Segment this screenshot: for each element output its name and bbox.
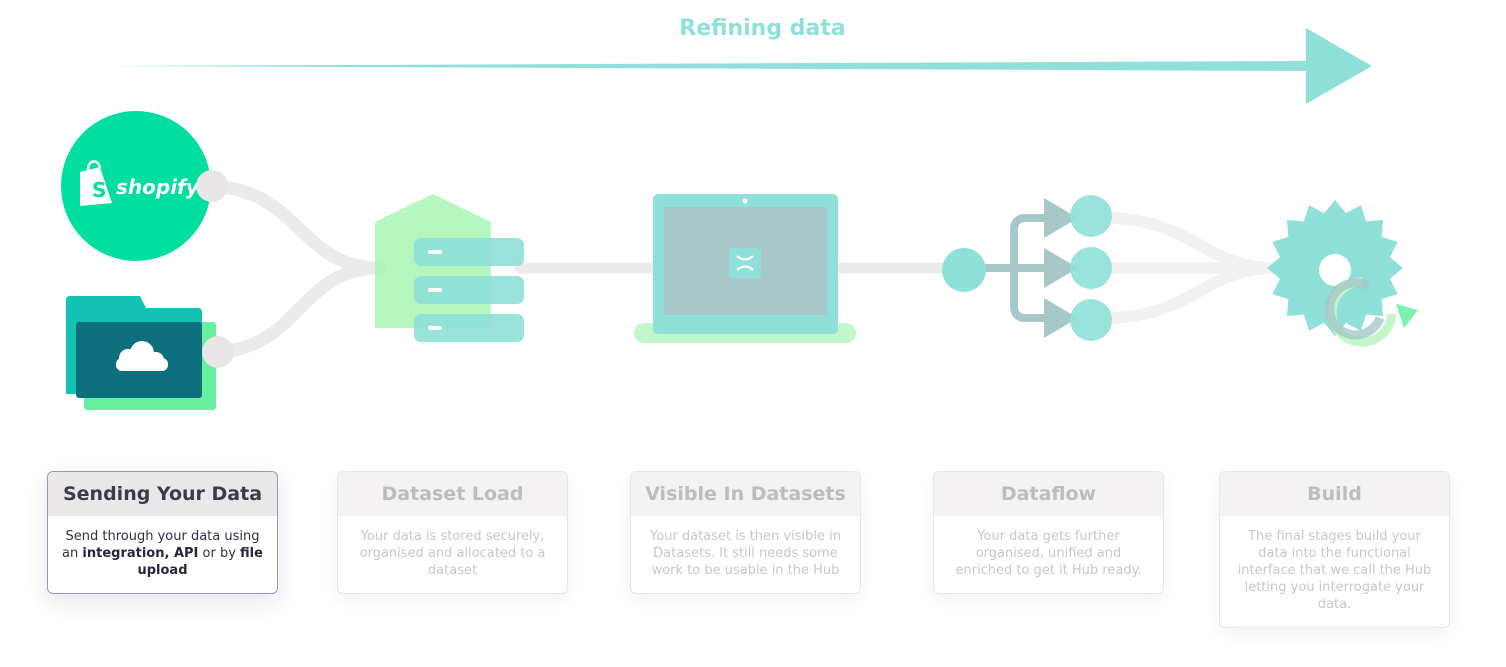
stage-card-visible-in-datasets[interactable]: Visible In Datasets Your dataset is then… [630,471,861,594]
stage-title: Dataset Load [338,472,567,516]
desc-part-bold: file upload [137,546,263,578]
build-gear-icon [1267,200,1418,347]
desc-part: or by [198,546,241,561]
stage-card-dataset-load[interactable]: Dataset Load Your data is stored securel… [337,471,568,594]
shopify-source: S shopify [61,111,228,261]
shopify-logo-text: shopify [116,175,200,199]
stage-card-build[interactable]: Build The final stages build your data i… [1219,471,1450,628]
dataflow-branches [942,195,1112,341]
svg-text:S: S [92,178,106,202]
laptop-datasets [634,194,856,343]
stage-title: Visible In Datasets [631,472,860,516]
stage-title: Dataflow [934,472,1163,516]
desc-part-bold: integration, API [82,546,199,561]
stage-description: Your dataset is then visible in Datasets… [650,529,841,578]
dataset-load-server [375,194,524,342]
stage-description: Your data gets further organised, unifie… [955,529,1142,578]
title-text: Refining data [679,16,846,41]
cloud-icon [116,341,168,371]
stage-description: The final stages build your data into th… [1237,529,1432,612]
cloud-folder-icon [66,296,234,410]
refining-data-title: Refining data [600,16,925,41]
refining-arrow [112,28,1372,104]
stage-description: Send through your data using an integrat… [48,516,277,593]
desc-part: Send through your data using an [62,529,260,561]
shopify-bag-icon: S [80,160,112,206]
stage-card-sending-your-data[interactable]: Sending Your Data Send through your data… [47,471,278,594]
stage-card-dataflow[interactable]: Dataflow Your data gets further organise… [933,471,1164,594]
stage-title: Sending Your Data [48,472,277,516]
stage-title: Build [1220,472,1449,516]
connector-lines [205,179,1276,359]
stage-description: Your data is stored securely, organised … [359,529,546,578]
